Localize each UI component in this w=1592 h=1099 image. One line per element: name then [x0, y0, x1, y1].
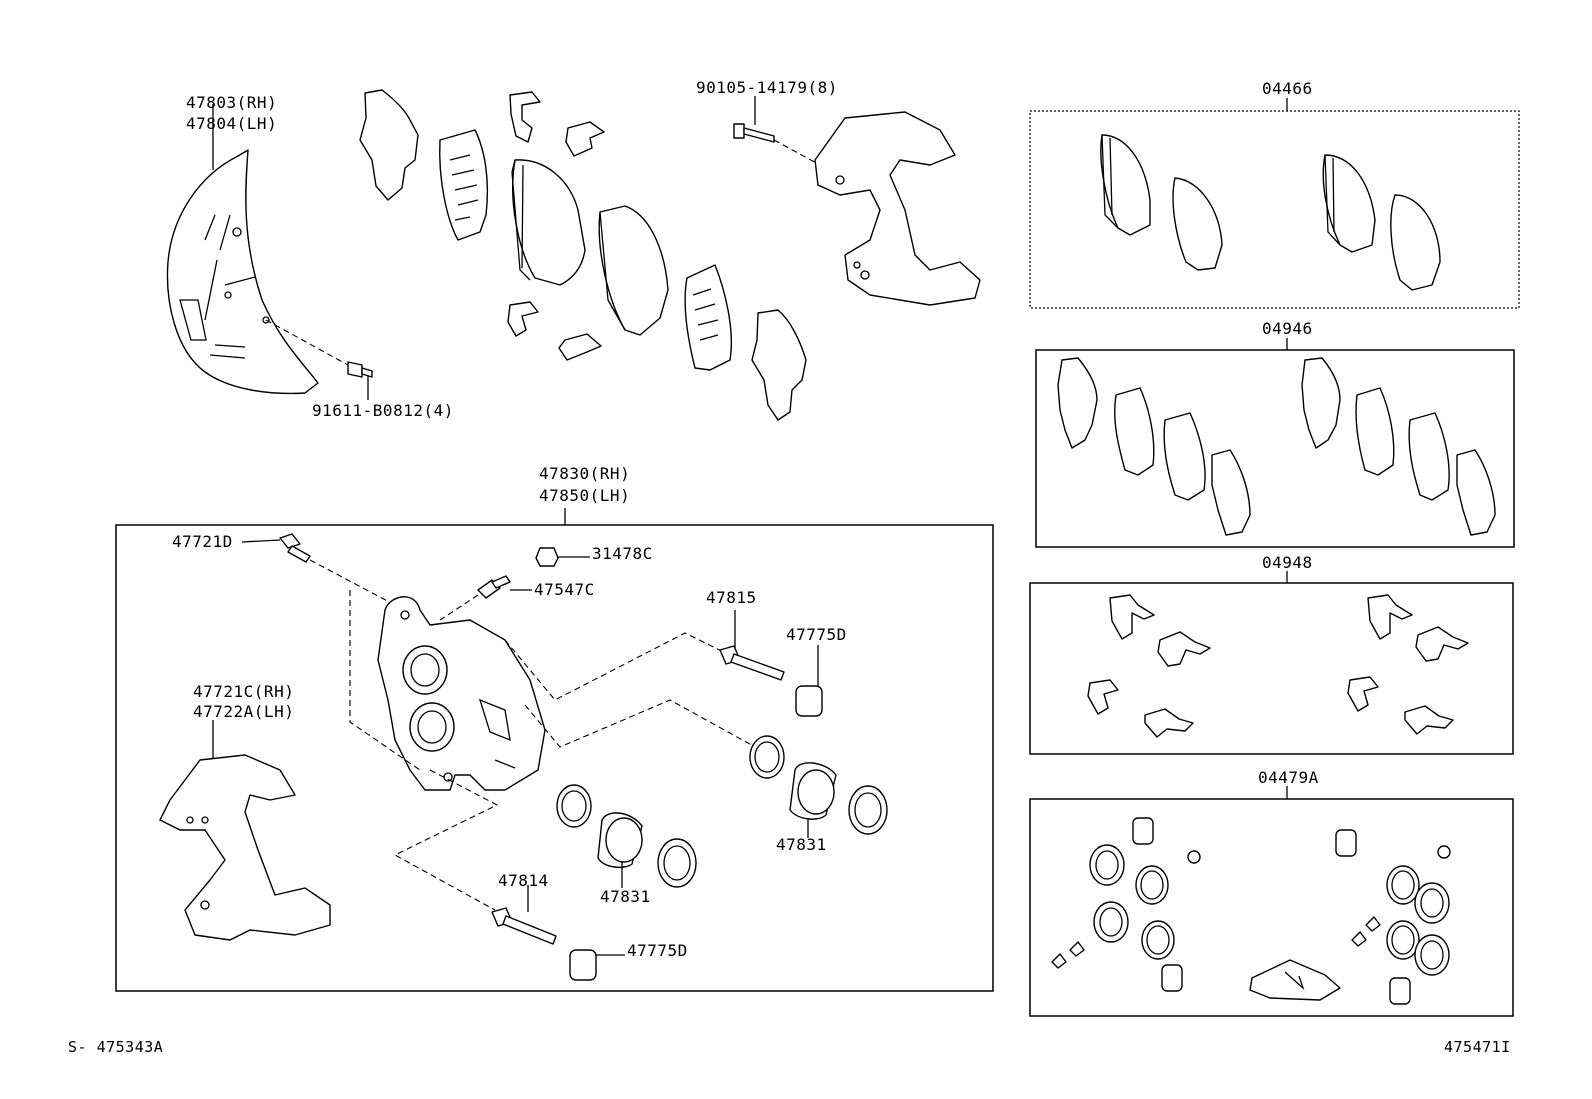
pad-clips-upper — [507, 91, 605, 361]
anti-squeal-shim-left — [439, 129, 489, 241]
kit-box-04479a — [1029, 798, 1514, 1017]
label-piston-left: 47831 — [600, 887, 651, 906]
kit-04948-clips — [1087, 594, 1469, 738]
label-shield-lh: 47804(LH) — [186, 114, 278, 133]
pad-shim-outer-right — [751, 309, 807, 421]
label-mounting-lh: 47722A(LH) — [193, 702, 295, 721]
caliper-assembly-box — [115, 524, 994, 992]
label-kit-clip: 04948 — [1262, 553, 1313, 572]
caliper-dashed-guides — [349, 590, 758, 911]
label-bleeder-plug: 47547C — [534, 580, 595, 599]
piston-seal-set-right — [749, 735, 888, 838]
boot-lower — [569, 949, 625, 981]
label-piston-right: 47831 — [776, 835, 827, 854]
reference-code-right: 475471I — [1444, 1038, 1511, 1056]
kit-04466-pads — [1100, 134, 1441, 291]
label-mounting-rh: 47721C(RH) — [193, 682, 295, 701]
label-caliper-rh: 47830(RH) — [539, 464, 631, 483]
guide-pin-lower — [491, 885, 557, 945]
label-kit-pad: 04466 — [1262, 79, 1313, 98]
torque-plate-upper — [814, 111, 981, 306]
torque-plate-lower — [159, 720, 331, 941]
guide-pin-upper — [719, 610, 785, 681]
label-boot-upper: 47775D — [786, 625, 847, 644]
label-mounting-bolt: 90105-14179(8) — [696, 78, 838, 97]
kit-04479a-seals — [1051, 817, 1451, 1005]
label-kit-shim: 04946 — [1262, 319, 1313, 338]
bleeder-plug — [439, 575, 532, 621]
kit-box-04946 — [1035, 349, 1515, 548]
piston-seal-set-left — [556, 784, 697, 888]
label-shield-rh: 47803(RH) — [186, 93, 278, 112]
kit-box-04948 — [1029, 582, 1514, 755]
mounting-bolt — [733, 96, 821, 166]
caliper-body — [377, 596, 546, 791]
label-shield-bolt: 91611-B0812(4) — [312, 401, 454, 420]
bleeder-cap — [535, 547, 590, 567]
pad-shim-outer-left — [359, 89, 419, 201]
kit-04946-shims — [1057, 357, 1496, 536]
label-cap: 31478C — [592, 544, 653, 563]
reference-code-left: S- 475343A — [68, 1038, 164, 1056]
label-boot-lower: 47775D — [627, 941, 688, 960]
shield-bolt — [265, 319, 373, 400]
label-pin-upper: 47815 — [706, 588, 757, 607]
label-bleeder: 47721D — [172, 532, 233, 551]
brake-pad-upper-left — [511, 159, 586, 286]
label-pin-lower: 47814 — [498, 871, 549, 890]
label-caliper-lh: 47850(LH) — [539, 486, 631, 505]
anti-squeal-shim-right — [684, 264, 733, 371]
label-kit-seal: 04479A — [1258, 768, 1319, 787]
kit-box-04466 — [1029, 110, 1520, 309]
brake-pad-upper-right — [598, 205, 669, 336]
bleeder-screw — [241, 533, 396, 606]
dust-shield — [166, 104, 319, 395]
boot-upper — [795, 645, 823, 717]
